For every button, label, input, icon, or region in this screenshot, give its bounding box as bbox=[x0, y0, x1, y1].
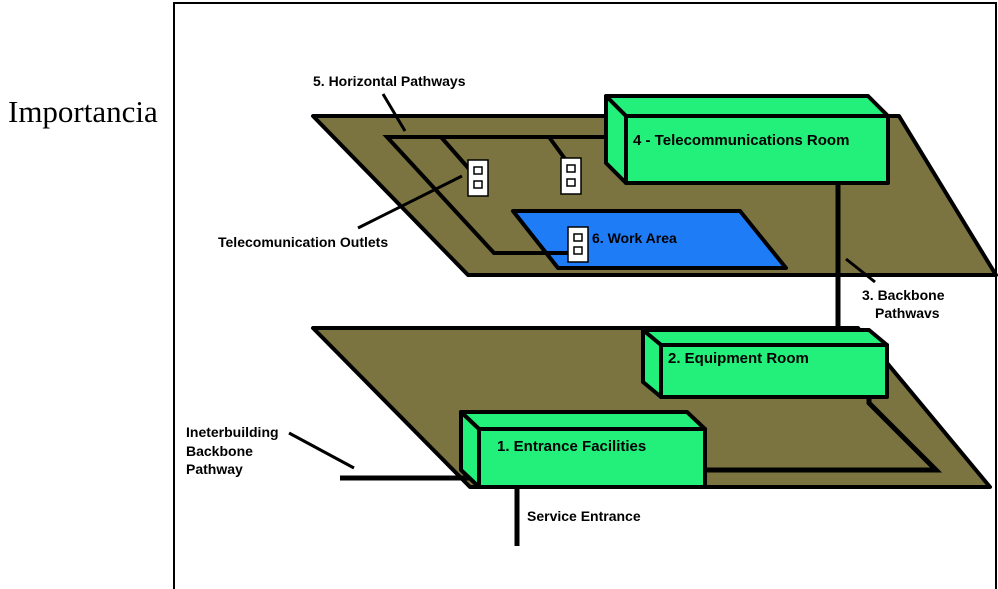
label-interbuilding-line2: Backbone bbox=[186, 443, 253, 459]
entrance-facilities-box bbox=[459, 410, 707, 489]
label-equipment-room: 2. Equipment Room bbox=[668, 350, 809, 367]
label-entrance-facilities: 1. Entrance Facilities bbox=[497, 438, 646, 455]
label-telecom-outlets: Telecomunication Outlets bbox=[218, 234, 388, 250]
label-backbone-line1: 3. Backbone bbox=[862, 287, 945, 303]
label-horizontal-pathways: 5. Horizontal Pathways bbox=[313, 73, 466, 89]
outlet-3 bbox=[567, 226, 589, 263]
label-interbuilding-line3: Pathway bbox=[186, 461, 243, 477]
side-title: Importancia bbox=[8, 94, 158, 129]
outlets-leader bbox=[357, 174, 463, 230]
label-telecom-room: 4 - Telecommunications Room bbox=[633, 132, 849, 149]
interbuilding-leader bbox=[288, 431, 355, 470]
outlet-1 bbox=[467, 159, 489, 197]
equipment-cable bbox=[705, 397, 943, 473]
equipment-room-box bbox=[641, 328, 889, 399]
horizontal-pathways-leader bbox=[381, 93, 407, 132]
diagram-frame bbox=[173, 2, 997, 589]
label-backbone-line2: Pathwavs bbox=[875, 305, 940, 321]
outlet-2 bbox=[560, 157, 582, 195]
label-interbuilding-line1: Ineterbuilding bbox=[186, 424, 279, 440]
label-service-entrance: Service Entrance bbox=[527, 508, 641, 524]
backbone-leader bbox=[845, 257, 876, 284]
telecom-room-box bbox=[604, 94, 890, 185]
label-work-area: 6. Work Area bbox=[592, 230, 677, 246]
